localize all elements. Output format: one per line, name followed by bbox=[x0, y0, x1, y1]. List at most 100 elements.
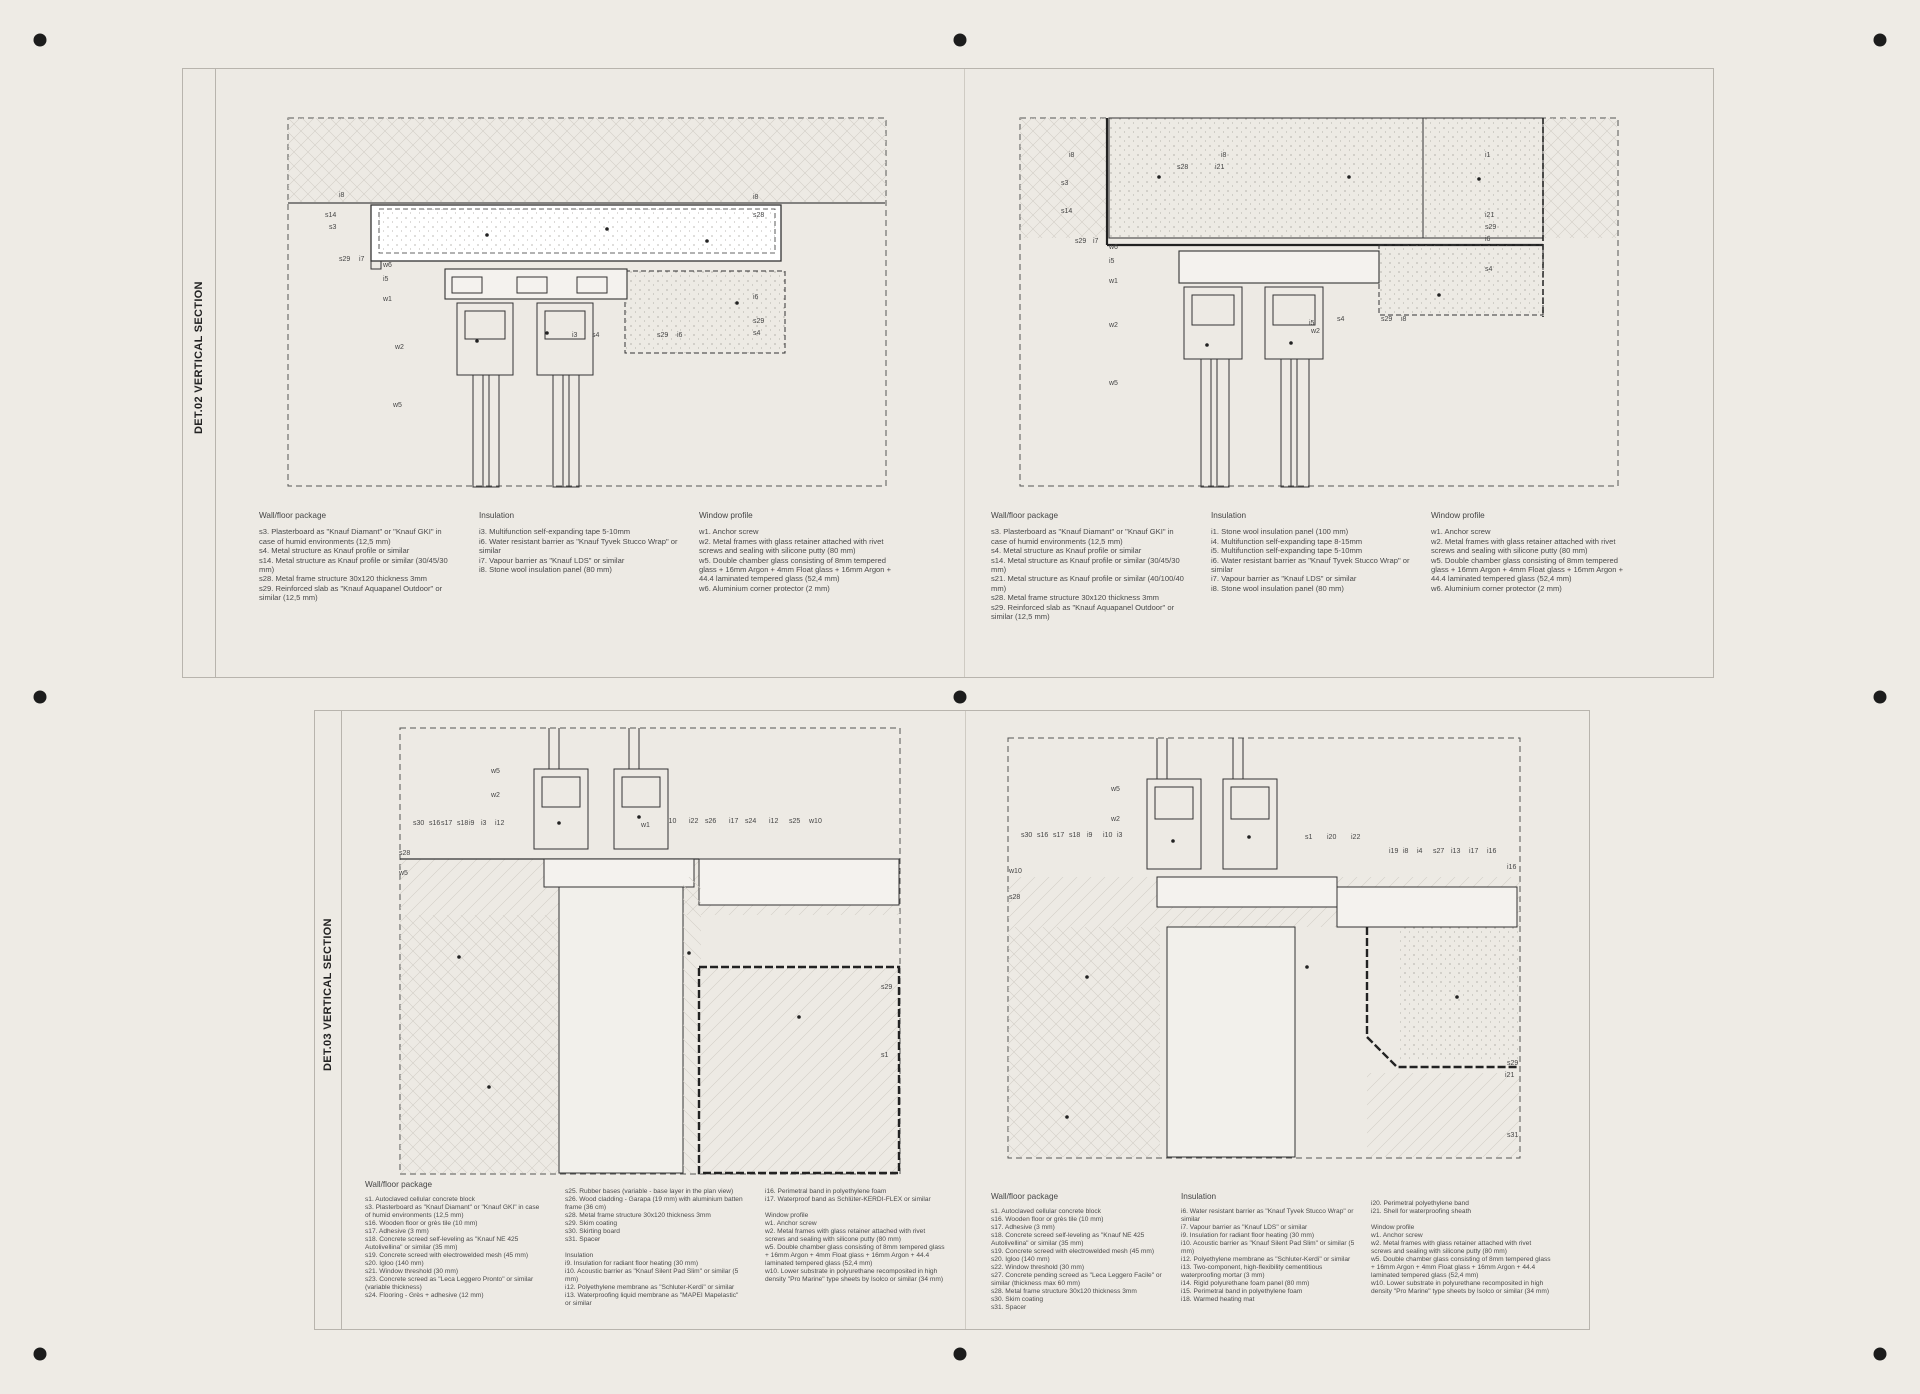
callout-tag: s18 bbox=[1069, 832, 1080, 839]
callout-tag: s27 bbox=[1433, 848, 1444, 855]
callout-tag: i5 bbox=[1309, 320, 1315, 327]
legend-item: i6. Water resistant barrier as "Knauf Ty… bbox=[1211, 555, 1410, 575]
legend-item: i9. Insulation for radiant floor heating… bbox=[1181, 1232, 1315, 1239]
legend-item: i17. Waterproof band as Schlüter-KERDI-F… bbox=[765, 1196, 931, 1203]
legend-item: i16. Perimetral band in polyethylene foa… bbox=[765, 1188, 887, 1195]
legend-item: i8. Stone wool insulation panel (80 mm) bbox=[479, 565, 612, 575]
legend-item: i21. Shell for waterproofing sheath bbox=[1371, 1208, 1472, 1215]
legend-item: i6. Water resistant barrier as "Knauf Ty… bbox=[1181, 1208, 1354, 1223]
legend-item: s3. Plasterboard as "Knauf Diamant" or "… bbox=[365, 1204, 540, 1219]
legend-item: i6. Water resistant barrier as "Knauf Ty… bbox=[479, 536, 678, 556]
callout-tag: s28 bbox=[1177, 164, 1188, 171]
legend-heading: Insulation bbox=[479, 511, 515, 520]
legend-2-col-2: Insulation i1. Stone wool insulation pane… bbox=[1211, 511, 1411, 593]
callout-tag: s14 bbox=[325, 212, 336, 219]
callout-tag: s29 bbox=[1507, 1060, 1518, 1067]
callout-tag: i6 bbox=[1485, 236, 1491, 243]
legend-heading: Wall/floor package bbox=[365, 1180, 433, 1189]
callout-tag: i10 bbox=[667, 818, 676, 825]
callout-tag: s17 bbox=[1053, 832, 1064, 839]
callout-tag: w6 bbox=[382, 262, 392, 269]
sheet-title: DET.03 VERTICAL SECTION bbox=[322, 918, 334, 1071]
legend-item: w2. Metal frames with glass retainer att… bbox=[1431, 536, 1616, 556]
pin-top-right bbox=[1873, 33, 1887, 47]
legend-item: s31. Spacer bbox=[565, 1236, 601, 1243]
legend-item: s21. Metal structure as Knauf profile or… bbox=[991, 574, 1184, 593]
callout-tag: i21 bbox=[1505, 1072, 1514, 1079]
callout-tag: s3 bbox=[329, 224, 337, 231]
legend-item: i3. Multifunction self-expanding tape 5-… bbox=[479, 527, 631, 537]
legend-item: Window profile bbox=[765, 1212, 809, 1219]
legend-item: w2. Metal frames with glass retainer att… bbox=[699, 536, 884, 556]
legend-item: s23. Concrete screed as "Leca Leggero Pr… bbox=[365, 1276, 534, 1291]
legend-item: w5. Double chamber glass consisting of 8… bbox=[699, 555, 892, 584]
legend-item: s25. Rubber bases (variable - base layer… bbox=[565, 1188, 734, 1195]
pin-top-left bbox=[33, 33, 47, 47]
legend-item: s17. Adhesive (3 mm) bbox=[991, 1224, 1055, 1231]
legend-heading: Wall/floor package bbox=[259, 511, 327, 520]
legend-item: i10. Acoustic barrier as "Knauf Silent P… bbox=[1181, 1240, 1355, 1255]
callout-tag: i9 bbox=[469, 820, 475, 827]
legend-item: Window profile bbox=[1371, 1224, 1415, 1231]
legend-item: i4. Multifunction self-expanding tape 8-… bbox=[1211, 536, 1363, 546]
legend-item: w2. Metal frames with glass retainer att… bbox=[765, 1228, 926, 1243]
callout-tag: w2 bbox=[490, 792, 500, 799]
callout-tag: s4 bbox=[1337, 316, 1345, 323]
callout-tag: i5 bbox=[1109, 258, 1115, 265]
callout-tag: i1 bbox=[1485, 152, 1491, 159]
callout-tag: w5 bbox=[392, 402, 402, 409]
legend-1-col-2: Insulation i3. Multifunction self-expandi… bbox=[479, 511, 679, 574]
callout-tag: w6 bbox=[1108, 244, 1118, 251]
callout-tag: s28 bbox=[753, 212, 764, 219]
legend-item: w1. Anchor screw bbox=[765, 1220, 817, 1227]
callout-tag: i3 bbox=[1117, 832, 1123, 839]
callout-tag: w1 bbox=[1108, 278, 1118, 285]
legend-item: i8. Stone wool insulation panel (80 mm) bbox=[1211, 583, 1344, 593]
legend-item: s28. Metal frame structure 30x120 thickn… bbox=[565, 1212, 711, 1219]
legend-item: w6. Aluminium corner protector (2 mm) bbox=[699, 583, 830, 593]
legend-item: i7. Vapour barrier as "Knauf LDS" or sim… bbox=[1211, 574, 1357, 584]
legend-item: w1. Anchor screw bbox=[1371, 1232, 1423, 1239]
legend-item: i15. Perimetral band in polyethylene foa… bbox=[1181, 1288, 1303, 1295]
sheet-title: DET.02 VERTICAL SECTION bbox=[193, 281, 205, 434]
callout-tag: i8 bbox=[1401, 316, 1407, 323]
callout-tag: w10 bbox=[808, 818, 822, 825]
callout-tag: i9 bbox=[1087, 832, 1093, 839]
legend-3-col-2: s25. Rubber bases (variable - base layer… bbox=[565, 1181, 745, 1308]
callout-tag: s16 bbox=[1037, 832, 1048, 839]
callout-tag: i12 bbox=[495, 820, 504, 827]
legend-heading: Window profile bbox=[699, 511, 753, 520]
legend-item: s28. Metal frame structure 30x120 thickn… bbox=[991, 1288, 1137, 1295]
legend-item: s29. Skim coating bbox=[565, 1220, 618, 1227]
legend-item bbox=[765, 1204, 945, 1212]
callout-tag: s30 bbox=[413, 820, 424, 827]
callout-tag: i5 bbox=[383, 276, 389, 283]
legend-item: s24. Flooring - Grès + adhesive (12 mm) bbox=[365, 1292, 484, 1299]
legend-item: s30. Skim coating bbox=[991, 1296, 1044, 1303]
callout-tag: i12 bbox=[769, 818, 778, 825]
legend-item: s14. Metal structure as Knauf profile or… bbox=[259, 555, 448, 575]
callout-tag: i21 bbox=[1215, 164, 1224, 171]
legend-item: i18. Warmed heating mat bbox=[1181, 1296, 1255, 1303]
legend-item: w1. Anchor screw bbox=[1431, 527, 1491, 537]
pin-bottom-right bbox=[1873, 1347, 1887, 1361]
legend-item: s1. Autoclaved cellular concrete block bbox=[365, 1196, 475, 1203]
callout-tag: s29 bbox=[657, 332, 668, 339]
callout-tag: s18 bbox=[457, 820, 468, 827]
callout-tag: s4 bbox=[592, 332, 600, 339]
callout-tag: s1 bbox=[1305, 834, 1313, 841]
callout-tag: i4 bbox=[1417, 848, 1423, 855]
legend-item: w5. Double chamber glass consisting of 8… bbox=[1431, 555, 1624, 584]
callout-tag: s29 bbox=[1381, 316, 1392, 323]
callout-tag: s4 bbox=[1485, 266, 1493, 273]
callout-tag: i8 bbox=[1069, 152, 1075, 159]
callout-tag: i8 bbox=[1403, 848, 1409, 855]
legend-item: i1. Stone wool insulation panel (100 mm) bbox=[1211, 527, 1349, 537]
legend-heading: Insulation bbox=[1211, 511, 1247, 520]
pin-mid-right bbox=[1873, 690, 1887, 704]
